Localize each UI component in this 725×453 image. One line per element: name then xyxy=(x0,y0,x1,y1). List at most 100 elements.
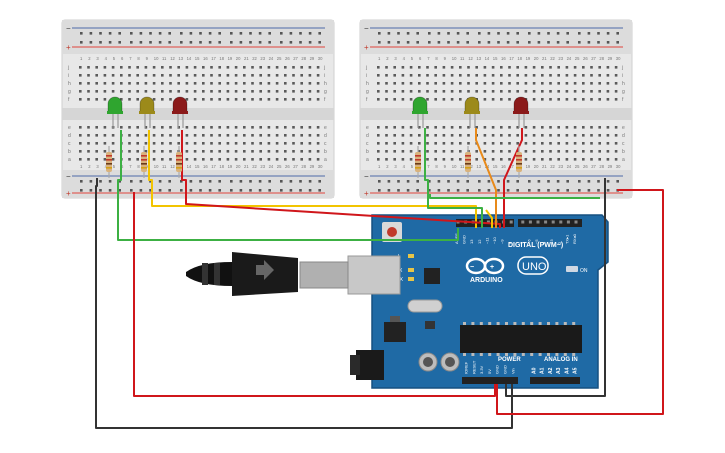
breadboard-hole xyxy=(95,98,98,101)
rail-hole xyxy=(456,189,460,192)
wire-green-right[interactable] xyxy=(424,128,483,228)
svg-text:−: − xyxy=(364,172,369,181)
digital-pin[interactable] xyxy=(544,220,548,224)
led-green[interactable] xyxy=(412,96,428,113)
column-number: 3 xyxy=(394,164,397,169)
led-red[interactable] xyxy=(172,96,188,113)
breadboard-hole xyxy=(483,158,487,161)
rail-hole xyxy=(616,32,619,35)
wire-black-ground-left[interactable] xyxy=(95,178,513,429)
breadboard-hole xyxy=(275,158,279,161)
breadboard-hole xyxy=(582,74,585,77)
digital-pin[interactable] xyxy=(509,220,513,224)
breadboard-hole xyxy=(292,158,295,161)
usb-port[interactable] xyxy=(347,255,401,295)
digital-pin[interactable] xyxy=(566,220,570,224)
digital-pin[interactable] xyxy=(559,220,563,224)
breadboard-hole xyxy=(284,142,287,145)
breadboard-hole xyxy=(300,74,303,77)
rail-hole xyxy=(437,180,441,183)
dc-power-jack[interactable] xyxy=(356,350,384,380)
breadboard-hole xyxy=(284,134,287,137)
wire-green-left[interactable] xyxy=(117,130,459,241)
rail-hole xyxy=(168,189,171,192)
column-number: 25 xyxy=(575,56,580,61)
digital-pin-label: ~10 xyxy=(492,236,497,244)
breadboard-hole xyxy=(606,134,610,137)
column-number: 24 xyxy=(269,164,274,169)
digital-pin-label: 7 xyxy=(519,241,524,244)
led-red[interactable] xyxy=(513,96,529,113)
led-green[interactable] xyxy=(107,96,123,113)
wire-red-right[interactable] xyxy=(503,128,523,228)
power-pin-label: Vin xyxy=(510,368,515,374)
breadboard-hole xyxy=(144,66,148,69)
reset-button-cap[interactable] xyxy=(387,227,397,237)
breadboard-hole xyxy=(426,66,429,69)
wire-yellow-left[interactable] xyxy=(148,130,477,228)
breadboard-hole xyxy=(193,126,197,129)
resistor-band xyxy=(465,159,471,161)
column-number: 23 xyxy=(260,164,265,169)
breadboard-hole xyxy=(418,150,421,153)
rail-hole xyxy=(189,189,193,192)
wire-black-ground-right[interactable] xyxy=(505,178,606,397)
breadboard-hole xyxy=(95,82,98,85)
breadboard-hole xyxy=(275,90,279,93)
column-number: 27 xyxy=(293,164,298,169)
digital-pin[interactable] xyxy=(551,220,555,224)
breadboard-hole xyxy=(103,134,107,137)
row-letter: b xyxy=(68,149,71,155)
breadboard-hole xyxy=(292,150,295,153)
digital-pin[interactable] xyxy=(574,220,578,224)
resistor-band xyxy=(176,167,182,169)
breadboard-hole xyxy=(300,126,303,129)
digital-pin[interactable] xyxy=(528,220,532,224)
rail-hole xyxy=(378,180,381,183)
column-number: 21 xyxy=(244,164,249,169)
breadboard-hole xyxy=(144,90,148,93)
rail-hole xyxy=(80,189,83,192)
breadboard-hole xyxy=(202,98,205,101)
breadboard-hole xyxy=(259,90,262,93)
digital-pin[interactable] xyxy=(521,220,525,224)
uno-model-label: UNO xyxy=(522,261,547,273)
breadboard-hole xyxy=(284,126,287,129)
breadboard-hole xyxy=(565,66,569,69)
wire-red-left[interactable] xyxy=(181,130,501,228)
rail-hole xyxy=(487,180,491,183)
breadboard-hole xyxy=(226,66,230,69)
breadboard-hole xyxy=(385,74,388,77)
wire-orange-right[interactable] xyxy=(475,128,497,228)
column-number: 11 xyxy=(460,56,465,61)
breadboard-hole xyxy=(524,90,528,93)
wire-green-ground-jumper[interactable] xyxy=(429,194,600,199)
column-number: 21 xyxy=(244,56,249,61)
breadboard-hole xyxy=(582,82,585,85)
breadboard-hole xyxy=(193,150,197,153)
wire-red-power-right[interactable] xyxy=(496,189,664,415)
breadboard-hole xyxy=(308,126,312,129)
column-number: 17 xyxy=(509,164,514,169)
breadboard-hole xyxy=(557,142,560,145)
led-yellow[interactable] xyxy=(464,96,480,113)
breadboard-hole xyxy=(202,90,205,93)
rail-hole xyxy=(406,180,410,183)
wire-yellow-right-short[interactable] xyxy=(485,209,493,228)
breadboard-hole xyxy=(401,134,405,137)
led-yellow[interactable] xyxy=(139,96,155,113)
rail-hole xyxy=(528,180,531,183)
breadboard-hole xyxy=(434,66,437,69)
breadboard-hole xyxy=(218,126,221,129)
wire-red-power-left[interactable] xyxy=(133,192,496,397)
digital-pin[interactable] xyxy=(486,220,490,224)
usb-cable[interactable] xyxy=(186,252,349,296)
breadboard-hole xyxy=(243,150,246,153)
row-letter: e xyxy=(324,125,327,131)
breadboard-hole xyxy=(590,126,593,129)
digital-pin[interactable] xyxy=(536,220,540,224)
column-number: 16 xyxy=(203,56,208,61)
breadboard-hole xyxy=(103,74,107,77)
rail-hole xyxy=(497,32,500,35)
